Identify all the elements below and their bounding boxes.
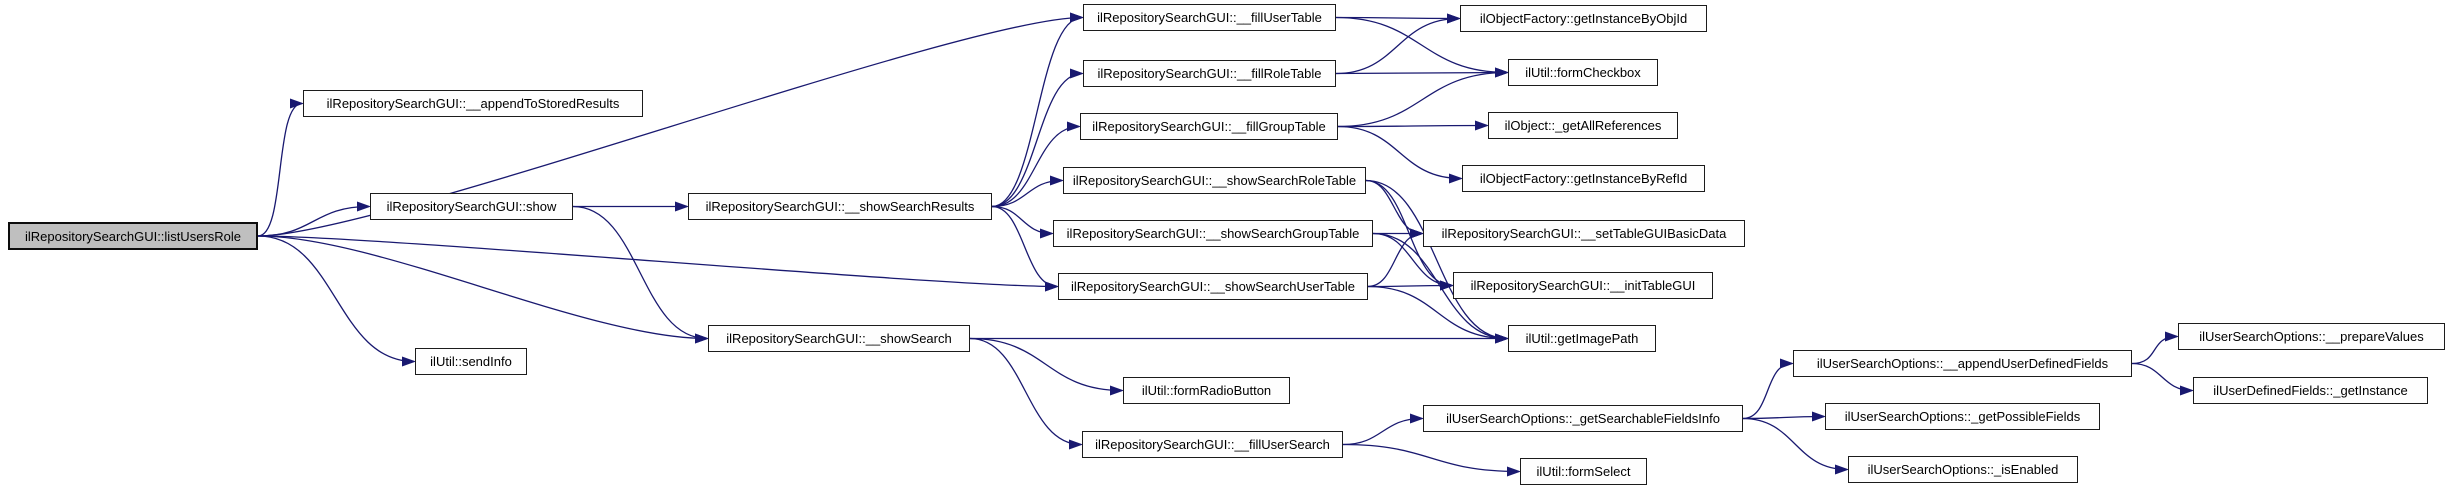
node-label: ilUtil::getImagePath (1525, 331, 1639, 346)
edge-showSearchResults-to-showSearchRoleTable (991, 175, 1064, 208)
node-label: ilUtil::formSelect (1536, 464, 1631, 479)
edge-showSearchUserTable-to-getImagePath (1367, 285, 1509, 344)
node-form-radio-button[interactable]: ilUtil::formRadioButton (1123, 377, 1290, 404)
edge-showSearchResults-to-fillUserTable (991, 12, 1084, 208)
edge-listUsersRole-to-appendToStoredResults (257, 98, 304, 237)
node-label: ilRepositorySearchGUI::__showSearchUserT… (1071, 279, 1355, 294)
node-label: ilUserSearchOptions::__prepareValues (2199, 329, 2424, 344)
node-label: ilUtil::formRadioButton (1141, 383, 1272, 398)
node-show-search[interactable]: ilRepositorySearchGUI::__showSearch (708, 325, 970, 352)
node-prepare-values[interactable]: ilUserSearchOptions::__prepareValues (2178, 323, 2445, 350)
node-label: ilRepositorySearchGUI::show (386, 199, 557, 214)
node-get-possible-fields[interactable]: ilUserSearchOptions::_getPossibleFields (1825, 403, 2100, 430)
node-fill-user-table[interactable]: ilRepositorySearchGUI::__fillUserTable (1083, 4, 1336, 31)
edge-listUsersRole-to-showSearch (257, 235, 709, 344)
node-label: ilRepositorySearchGUI::__initTableGUI (1470, 278, 1696, 293)
node-append-user-defined-fields[interactable]: ilUserSearchOptions::__appendUserDefined… (1793, 350, 2132, 377)
edge-show-to-showSearch (572, 205, 709, 344)
node-label: ilRepositorySearchGUI::__fillGroupTable (1092, 119, 1326, 134)
edge-fillUserTable-to-getInstanceByObjId (1335, 13, 1461, 24)
edge-fillUserSearch-to-formSelect (1342, 443, 1521, 477)
node-is-enabled[interactable]: ilUserSearchOptions::_isEnabled (1848, 456, 2078, 483)
node-show-search-user-table[interactable]: ilRepositorySearchGUI::__showSearchUserT… (1058, 273, 1368, 300)
node-label: ilRepositorySearchGUI::__showSearchRoleT… (1072, 173, 1357, 188)
edge-showSearchUserTable-to-setTableGUIBasicData (1367, 228, 1424, 288)
node-get-all-references[interactable]: ilObject::_getAllReferences (1488, 112, 1678, 139)
node-show[interactable]: ilRepositorySearchGUI::show (370, 193, 573, 220)
edge-showSearchRoleTable-to-getImagePath (1365, 179, 1509, 344)
edge-showSearchResults-to-fillRoleTable (991, 68, 1084, 208)
node-get-instance[interactable]: ilUserDefinedFields::_getInstance (2193, 377, 2428, 404)
node-fill-user-search[interactable]: ilRepositorySearchGUI::__fillUserSearch (1082, 431, 1343, 458)
edge-showSearchResults-to-fillGroupTable (991, 121, 1081, 208)
node-label: ilRepositorySearchGUI::__fillRoleTable (1097, 66, 1322, 81)
node-fill-group-table[interactable]: ilRepositorySearchGUI::__fillGroupTable (1080, 113, 1338, 140)
node-label: ilUtil::sendInfo (430, 354, 512, 369)
node-fill-role-table[interactable]: ilRepositorySearchGUI::__fillRoleTable (1083, 60, 1336, 87)
node-get-instance-by-ref-id[interactable]: ilObjectFactory::getInstanceByRefId (1462, 165, 1705, 192)
node-init-table-g-u-i[interactable]: ilRepositorySearchGUI::__initTableGUI (1453, 272, 1713, 299)
edge-fillGroupTable-to-formCheckbox (1337, 67, 1509, 128)
node-label: ilRepositorySearchGUI::__fillUserTable (1097, 10, 1322, 25)
edge-fillGroupTable-to-getInstanceByRefId (1337, 125, 1463, 184)
edge-showSearchRoleTable-to-setTableGUIBasicData (1365, 179, 1424, 239)
edge-appendUserDefinedFields-to-prepareValues (2131, 331, 2179, 365)
node-label: ilRepositorySearchGUI::__appendToStoredR… (326, 96, 620, 111)
node-label: ilObject::_getAllReferences (1504, 118, 1662, 133)
node-show-search-group-table[interactable]: ilRepositorySearchGUI::__showSearchGroup… (1053, 220, 1373, 247)
node-label: ilRepositorySearchGUI::__setTableGUIBasi… (1441, 226, 1727, 241)
edge-showSearch-to-fillUserSearch (969, 337, 1083, 450)
node-set-table-g-u-i-basic-data[interactable]: ilRepositorySearchGUI::__setTableGUIBasi… (1423, 220, 1745, 247)
edge-fillRoleTable-to-getInstanceByObjId (1335, 13, 1461, 75)
node-show-search-role-table[interactable]: ilRepositorySearchGUI::__showSearchRoleT… (1063, 167, 1366, 194)
edge-fillUserTable-to-formCheckbox (1335, 16, 1509, 78)
node-label: ilRepositorySearchGUI::__showSearchResul… (705, 199, 975, 214)
node-label: ilObjectFactory::getInstanceByObjId (1479, 11, 1688, 26)
node-send-info[interactable]: ilUtil::sendInfo (415, 348, 527, 375)
node-label: ilRepositorySearchGUI::__showSearchGroup… (1066, 226, 1360, 241)
edge-fillUserSearch-to-getSearchableFieldsInfo (1342, 413, 1424, 446)
edge-showSearchResults-to-showSearchUserTable (991, 205, 1059, 292)
edge-listUsersRole-to-showSearchUserTable (257, 235, 1059, 292)
node-label: ilRepositorySearchGUI::__showSearch (726, 331, 952, 346)
edge-listUsersRole-to-fillUserTable (257, 12, 1084, 237)
edge-getSearchableFieldsInfo-to-appendUserDefinedFields (1742, 358, 1794, 420)
node-label: ilUtil::formCheckbox (1525, 65, 1641, 80)
edge-listUsersRole-to-show (257, 201, 371, 237)
edge-fillRoleTable-to-formCheckbox (1335, 67, 1509, 78)
node-label: ilUserSearchOptions::_getPossibleFields (1844, 409, 2081, 424)
edge-showSearchUserTable-to-initTableGUI (1367, 280, 1454, 291)
edge-showSearchResults-to-showSearchGroupTable (991, 205, 1054, 239)
node-show-search-results[interactable]: ilRepositorySearchGUI::__showSearchResul… (688, 193, 992, 220)
node-label: ilRepositorySearchGUI::listUsersRole (24, 228, 241, 244)
edge-getSearchableFieldsInfo-to-getPossibleFields (1742, 411, 1826, 422)
node-label: ilRepositorySearchGUI::__fillUserSearch (1095, 437, 1330, 452)
edge-showSearch-to-formRadioButton (969, 337, 1124, 396)
node-label: ilObjectFactory::getInstanceByRefId (1479, 171, 1688, 186)
edge-appendUserDefinedFields-to-getInstance (2131, 362, 2194, 396)
node-form-select[interactable]: ilUtil::formSelect (1520, 458, 1647, 485)
node-get-instance-by-obj-id[interactable]: ilObjectFactory::getInstanceByObjId (1460, 5, 1707, 32)
node-form-checkbox[interactable]: ilUtil::formCheckbox (1508, 59, 1658, 86)
edge-listUsersRole-to-sendInfo (257, 235, 416, 367)
node-append-to-stored-results[interactable]: ilRepositorySearchGUI::__appendToStoredR… (303, 90, 643, 117)
edge-getSearchableFieldsInfo-to-isEnabled (1742, 417, 1849, 475)
node-get-image-path[interactable]: ilUtil::getImagePath (1508, 325, 1656, 352)
node-label: ilUserSearchOptions::__appendUserDefined… (1816, 356, 2109, 371)
node-label: ilUserDefinedFields::_getInstance (2213, 383, 2408, 398)
node-get-searchable-fields-info[interactable]: ilUserSearchOptions::_getSearchableField… (1423, 405, 1743, 432)
node-list-users-role: ilRepositorySearchGUI::listUsersRole (8, 222, 258, 250)
edge-fillGroupTable-to-getAllReferences (1337, 120, 1489, 131)
node-label: ilUserSearchOptions::_isEnabled (1867, 462, 2059, 477)
node-label: ilUserSearchOptions::_getSearchableField… (1446, 411, 1720, 426)
